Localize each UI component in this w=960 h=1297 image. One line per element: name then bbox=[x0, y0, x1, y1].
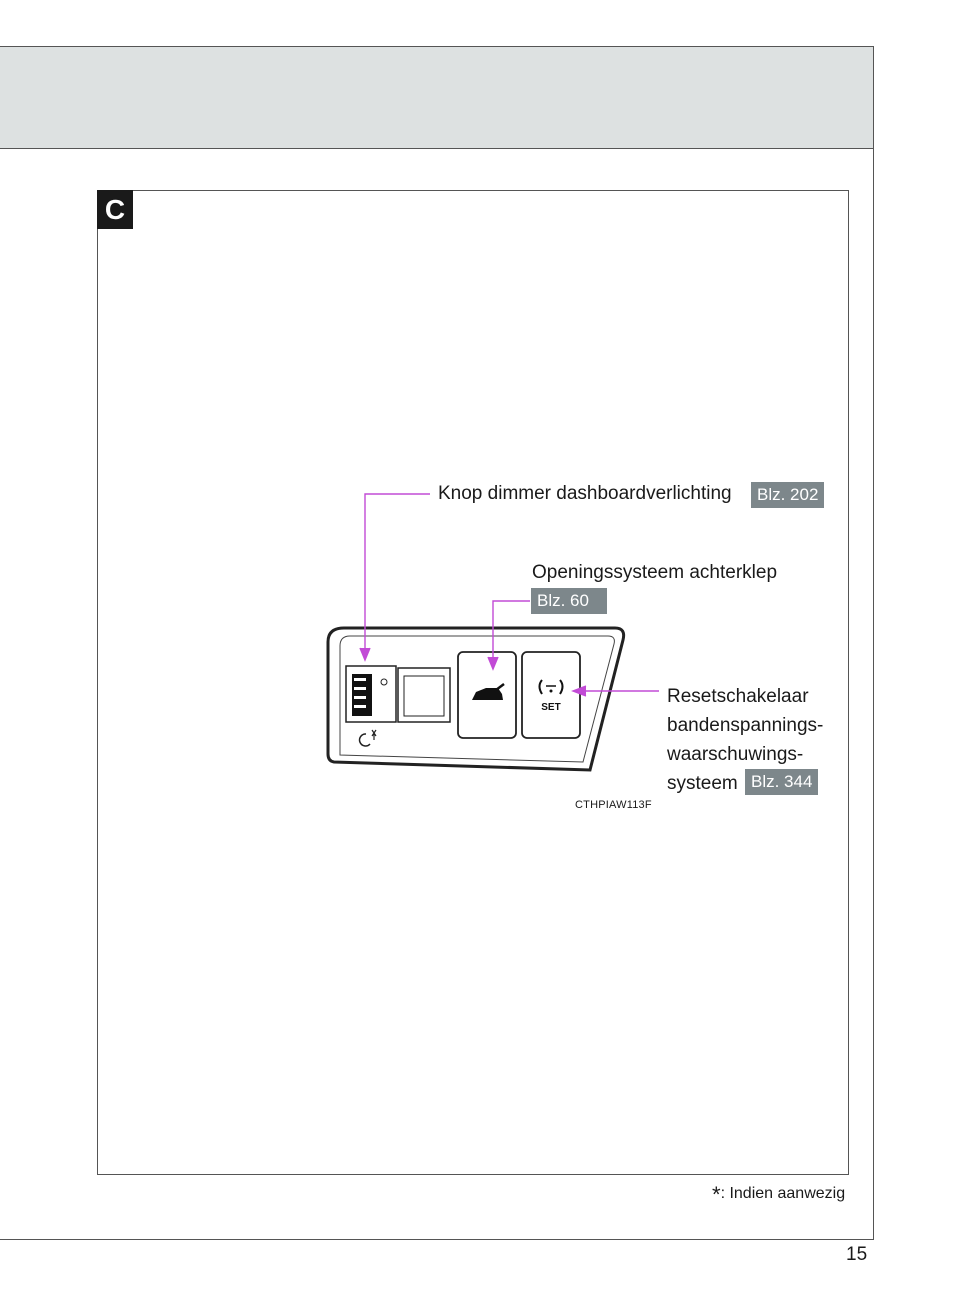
bottom-rule bbox=[0, 1239, 874, 1240]
trunk-opener-label: Openingssysteem achterklep bbox=[532, 562, 778, 583]
dimmer-page-ref-badge[interactable]: Blz. 202 bbox=[751, 482, 825, 508]
switch-panel-illustration: SET bbox=[326, 626, 626, 772]
tpms-reset-button: SET bbox=[521, 651, 581, 739]
dimmer-knob-label: Knop dimmer dashboardverlichting bbox=[438, 483, 732, 504]
section-tab: C bbox=[97, 190, 133, 229]
tpms-label-line-3: waarschuwings- bbox=[667, 744, 804, 765]
tpms-page-ref-badge[interactable]: Blz. 344 bbox=[745, 769, 819, 795]
trunk-page-ref-badge[interactable]: Blz. 60 bbox=[531, 588, 607, 614]
footnote-text: : Indien aanwezig bbox=[720, 1185, 846, 1202]
page-number: 15 bbox=[846, 1244, 868, 1265]
footnote-symbol: * bbox=[712, 1182, 721, 1207]
tpms-label-line-2: bandenspannings- bbox=[667, 715, 824, 736]
tpms-label-line-4: systeem bbox=[667, 773, 738, 794]
tpms-label-line-1: Resetschakelaar bbox=[667, 686, 809, 707]
dimmer-dial bbox=[345, 665, 451, 723]
tpms-set-label: SET bbox=[541, 702, 560, 713]
figure-code: CTHPIAW113F bbox=[575, 799, 652, 811]
right-margin-rule bbox=[873, 46, 874, 1240]
trunk-opener-button bbox=[457, 651, 517, 739]
header-band bbox=[0, 46, 873, 149]
dimmer-symbol-icon bbox=[358, 729, 377, 747]
content-frame bbox=[97, 190, 849, 1175]
footnote: *: Indien aanwezig bbox=[712, 1182, 845, 1208]
